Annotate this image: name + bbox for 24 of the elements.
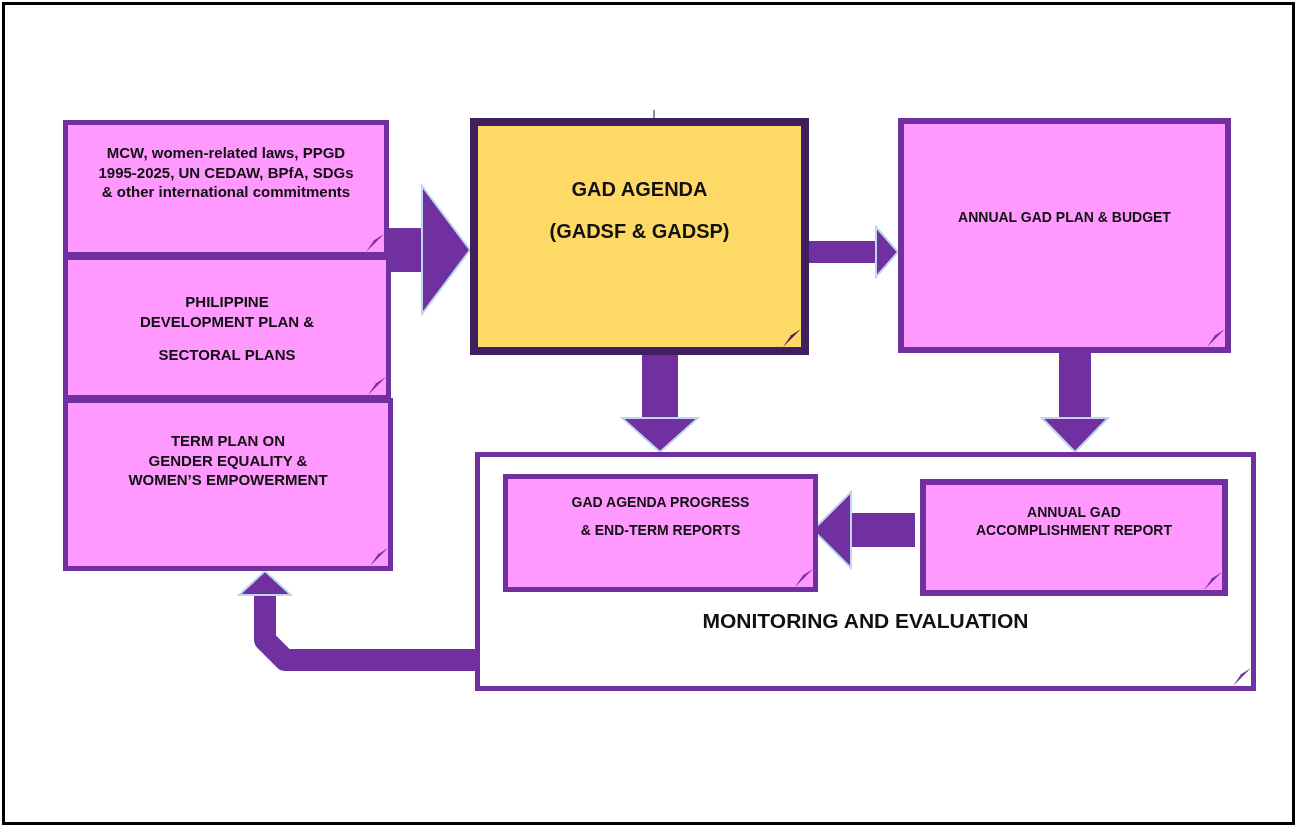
block-arrow <box>809 226 899 278</box>
sticky-note-box <box>63 255 391 400</box>
sticky-note-box <box>920 479 1228 596</box>
sticky-note-box <box>503 474 818 592</box>
block-arrow <box>238 570 475 671</box>
box-text: SECTORAL PLANS <box>158 345 296 365</box>
box-text: (GADSF & GADSP) <box>549 219 730 244</box>
block-arrow <box>389 185 471 315</box>
box-text: ANNUAL GAD ACCOMPLISHMENT REPORT <box>975 503 1173 540</box>
panel-title: MONITORING AND EVALUATION <box>702 608 1029 634</box>
box-text: GAD AGENDA <box>571 177 708 202</box>
box-text: ANNUAL GAD PLAN & BUDGET <box>958 208 1171 227</box>
sticky-note-box <box>63 120 389 257</box>
sticky-note-box <box>470 118 809 355</box>
box-text: PHILIPPINE DEVELOPMENT PLAN & <box>138 292 316 331</box>
block-arrow <box>621 355 699 453</box>
sticky-note-box <box>898 118 1231 353</box>
sticky-note-box <box>63 398 393 571</box>
block-arrow <box>1041 353 1109 453</box>
box-text: GAD AGENDA PROGRESS <box>571 493 750 512</box>
box-text: & END-TERM REPORTS <box>580 521 741 540</box>
box-text: MCW, women-related laws, PPGD 1995-2025, UN CEDAW, BPfA, SDGs & other international commitments <box>97 143 355 202</box>
stage-panel <box>475 452 1256 691</box>
box-text: TERM PLAN ON GENDER EQUALITY & WOMEN’S EMPOWERMENT <box>127 431 329 490</box>
